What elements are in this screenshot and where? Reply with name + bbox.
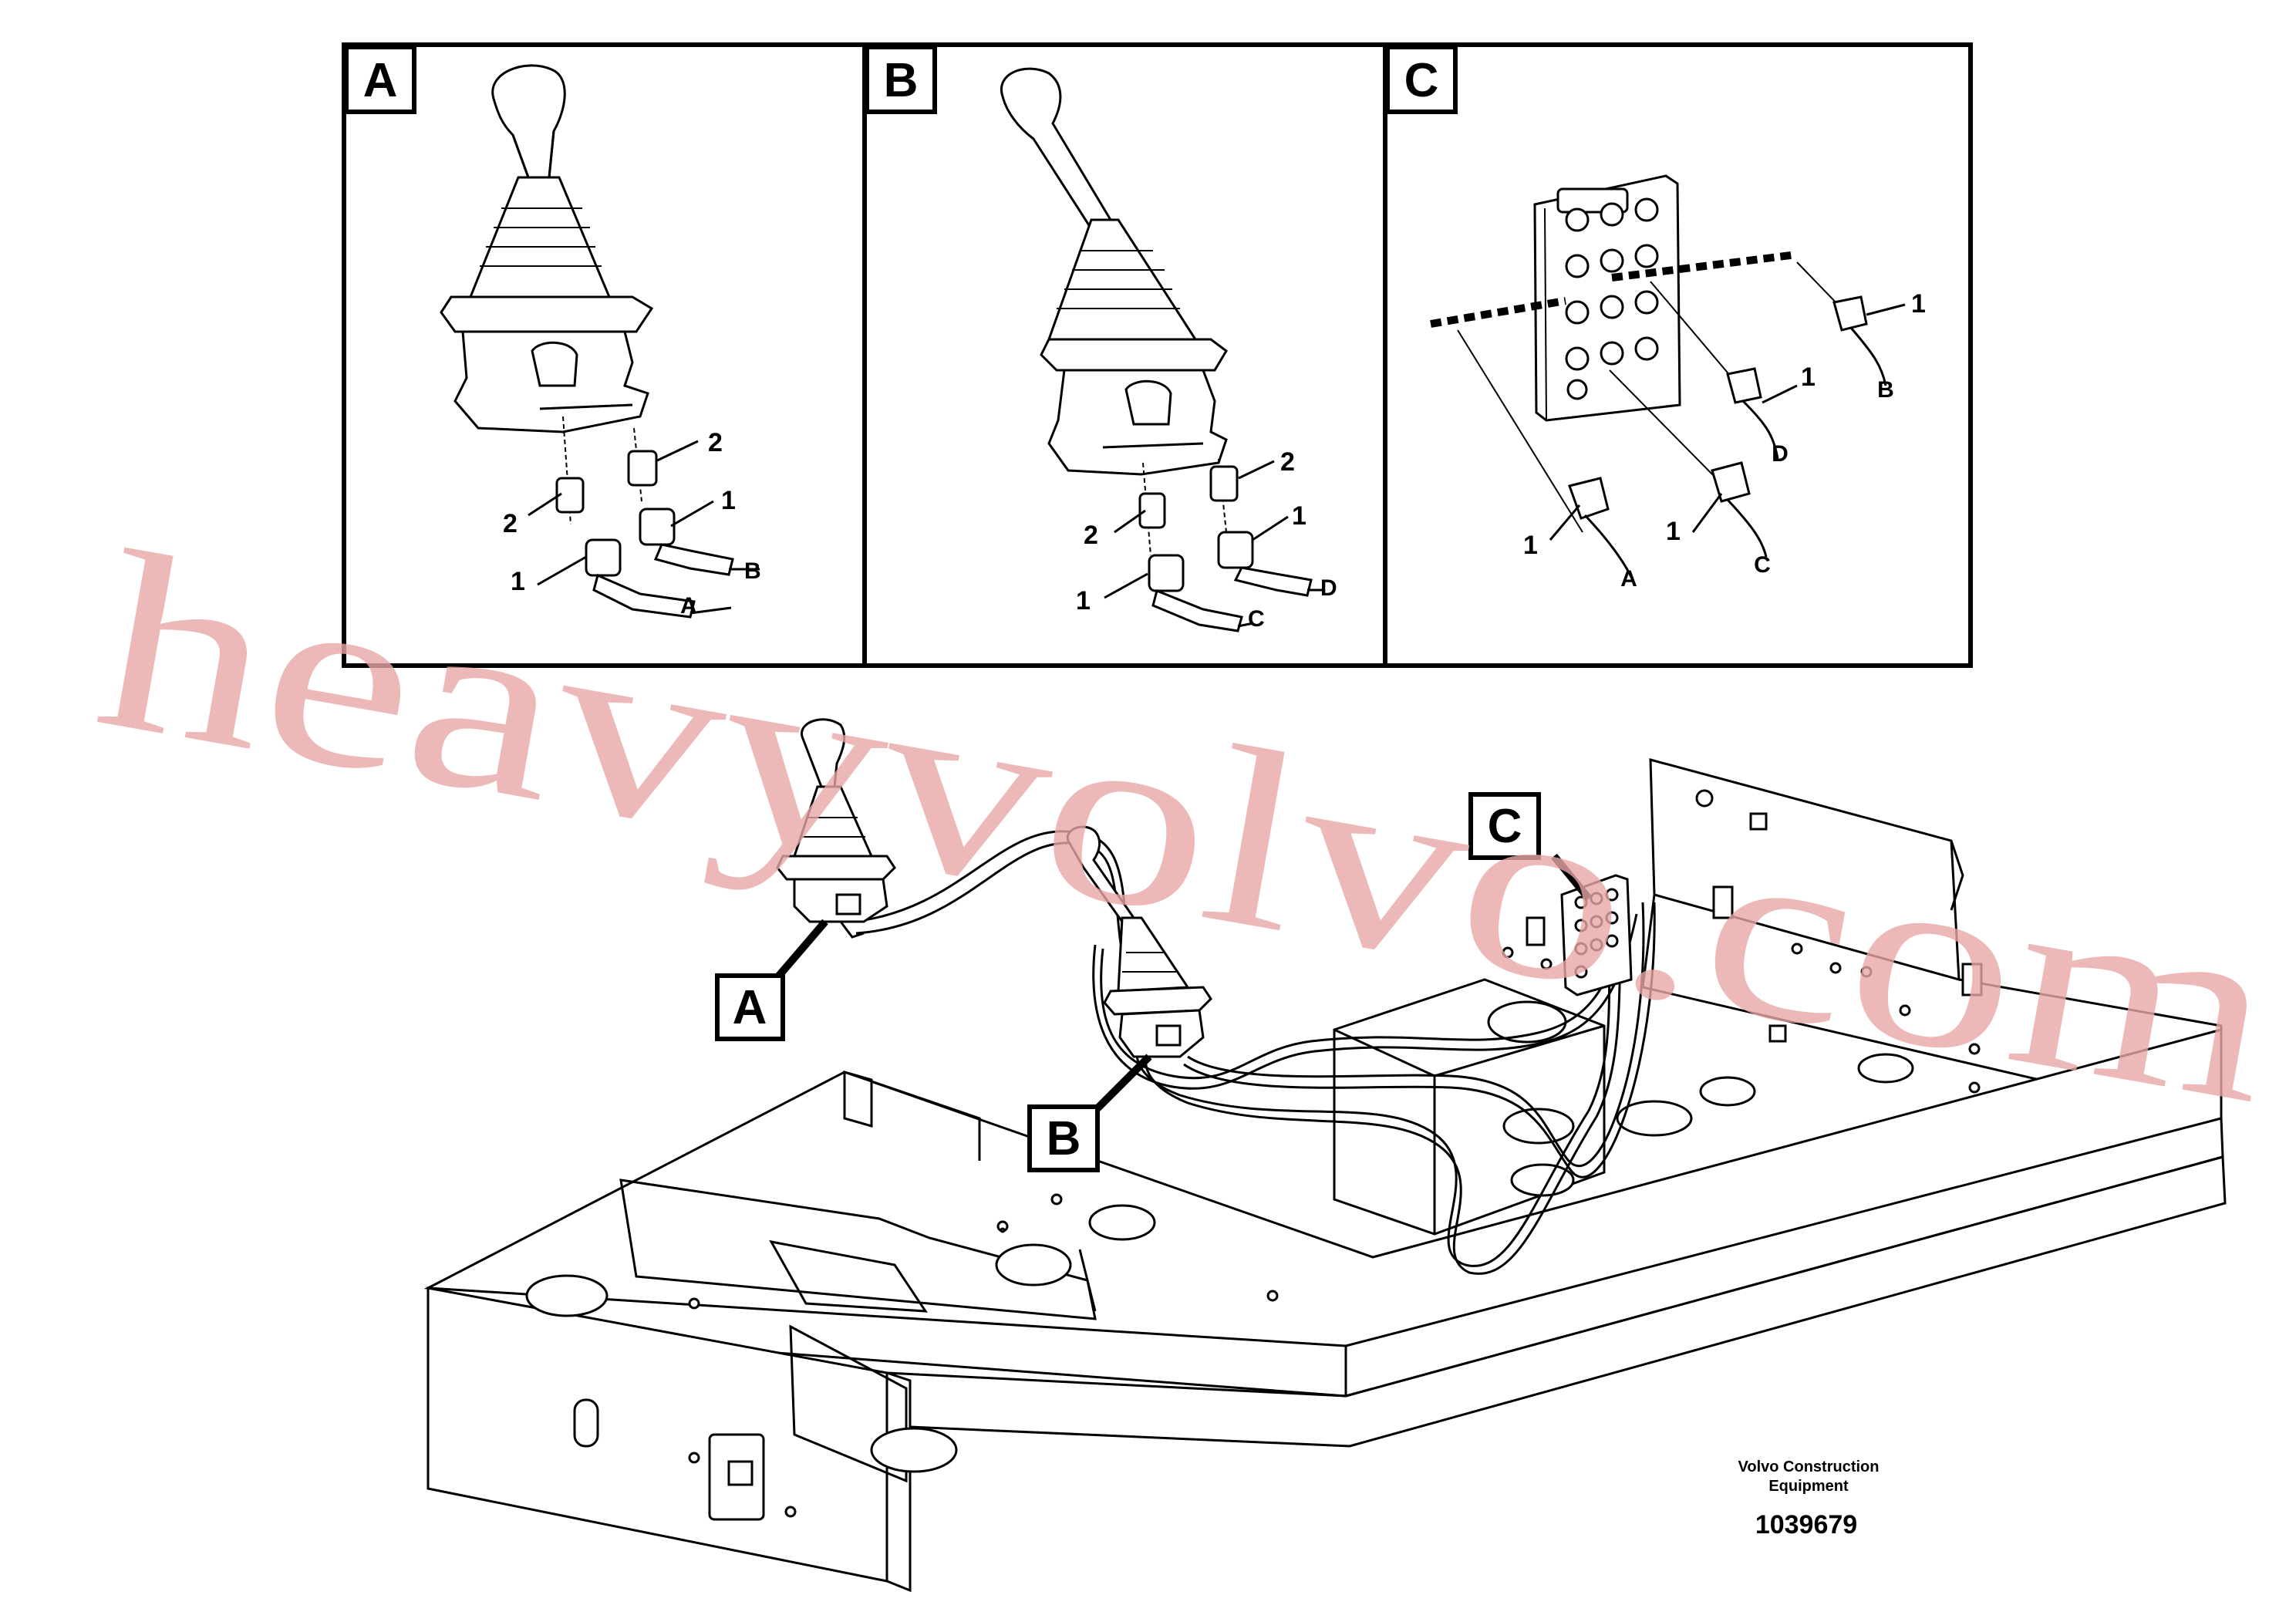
hose-label-c: C xyxy=(1248,606,1265,632)
watermark-text: heavyvolvo.com xyxy=(81,498,2294,1158)
leader-lines xyxy=(1104,460,1325,628)
callout-1: 1 xyxy=(1292,501,1306,531)
callout-2: 2 xyxy=(1084,521,1098,550)
main-callouts: A B C xyxy=(715,792,1592,1172)
callout-2: 2 xyxy=(503,509,518,538)
detail-panel-a: A 2 xyxy=(344,45,761,619)
panel-letter: B xyxy=(884,54,919,107)
callout-box-c: C xyxy=(1488,800,1522,853)
joystick-drawing xyxy=(1000,67,1228,476)
drawing-number: 1039679 xyxy=(1755,1510,1857,1539)
hose-label-d: D xyxy=(1772,441,1789,467)
caption-company: Volvo Construction xyxy=(1738,1458,1880,1475)
joystick-b-main xyxy=(1066,825,1212,1058)
caption-company-line2: Equipment xyxy=(1768,1478,1849,1495)
callout-box-a: A xyxy=(733,981,767,1034)
hose-label-d: D xyxy=(1320,575,1337,601)
callout-1: 1 xyxy=(1666,517,1681,546)
hose-fittings xyxy=(1568,295,1887,583)
leader-lines xyxy=(1549,303,1906,541)
panel-letter: C xyxy=(1404,54,1439,107)
joystick-a-main xyxy=(776,718,896,939)
callout-1: 1 xyxy=(1801,363,1816,392)
hose-label-b: B xyxy=(744,558,761,584)
callout-1: 1 xyxy=(1076,586,1091,615)
callout-2: 2 xyxy=(1280,447,1295,477)
panel-letter: A xyxy=(363,54,398,107)
callout-box-b: B xyxy=(1047,1112,1081,1165)
leader-lines xyxy=(528,440,760,615)
hose-label-c: C xyxy=(1754,552,1771,578)
callout-2: 2 xyxy=(708,428,723,457)
callout-1: 1 xyxy=(1523,531,1538,560)
fittings xyxy=(555,416,734,619)
detail-panel-b: B 2 1 2 xyxy=(865,45,1337,632)
callout-1: 1 xyxy=(1911,289,1926,319)
joystick-drawing xyxy=(440,64,654,433)
drawing-caption: Volvo Construction Equipment 1039679 xyxy=(1738,1458,1880,1539)
callout-1: 1 xyxy=(511,567,525,596)
detail-panels xyxy=(342,42,1973,668)
fittings xyxy=(1138,458,1313,632)
hose-lines xyxy=(1430,251,1843,533)
hose-label-a: A xyxy=(1620,566,1637,592)
valve-block-c-main xyxy=(1560,874,1633,996)
detail-panel-c: C xyxy=(1385,45,1926,592)
hose-label-a: A xyxy=(680,593,697,619)
valve-block-drawing xyxy=(1533,174,1681,422)
callout-1: 1 xyxy=(721,486,736,515)
hose-label-b: B xyxy=(1877,377,1894,403)
